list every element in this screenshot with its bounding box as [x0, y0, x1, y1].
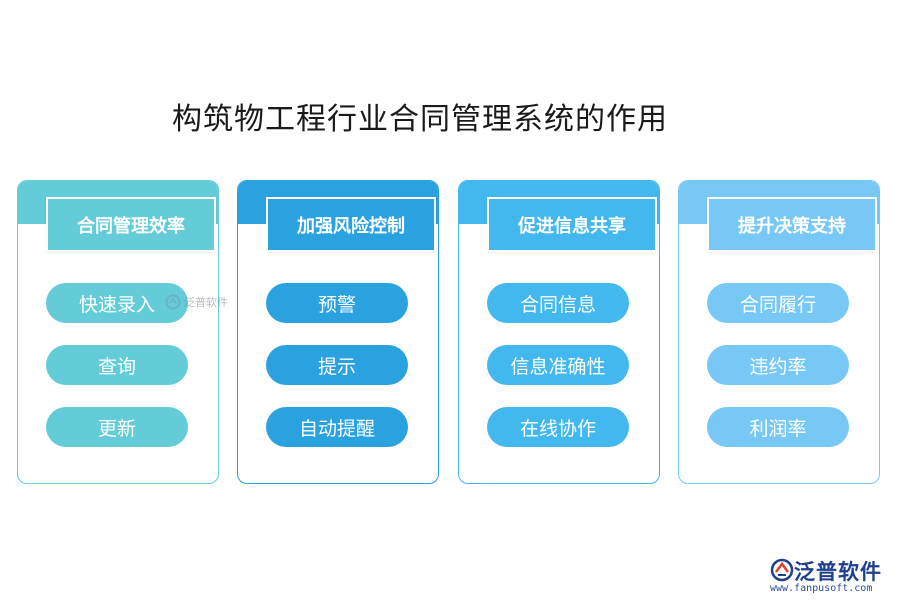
card-heading: 促进信息共享 — [487, 197, 657, 252]
brand-name: 泛普软件 — [794, 560, 882, 584]
item-pill: 违约率 — [707, 345, 849, 385]
card-decision-support: 提升决策支持 合同履行 违约率 利润率 — [678, 180, 880, 484]
item-pill: 利润率 — [707, 407, 849, 447]
item-pill: 在线协作 — [487, 407, 629, 447]
item-pill: 更新 — [46, 407, 188, 447]
item-pill: 信息准确性 — [487, 345, 629, 385]
item-pill: 预警 — [266, 283, 408, 323]
watermark: 泛普软件 — [165, 294, 228, 310]
fanpu-logo-icon — [770, 558, 794, 582]
page-title: 构筑物工程行业合同管理系统的作用 — [172, 102, 668, 137]
card-contract-efficiency: 合同管理效率 快速录入 查询 更新 — [17, 180, 219, 484]
item-pill: 查询 — [46, 345, 188, 385]
watermark-text: 泛普软件 — [184, 296, 228, 309]
item-pill: 合同信息 — [487, 283, 629, 323]
item-pill: 提示 — [266, 345, 408, 385]
brand-logo: 泛普软件 www.fanpusoft.com — [768, 556, 892, 596]
card-heading: 加强风险控制 — [266, 197, 436, 252]
item-pill: 自动提醒 — [266, 407, 408, 447]
fanpu-logo-icon — [165, 294, 181, 310]
card-heading: 提升决策支持 — [707, 197, 877, 252]
card-heading: 合同管理效率 — [46, 197, 216, 252]
brand-url: www.fanpusoft.com — [770, 583, 873, 594]
item-pill: 快速录入 — [46, 283, 188, 323]
card-risk-control: 加强风险控制 预警 提示 自动提醒 — [237, 180, 439, 484]
item-pill: 合同履行 — [707, 283, 849, 323]
card-info-sharing: 促进信息共享 合同信息 信息准确性 在线协作 — [458, 180, 660, 484]
